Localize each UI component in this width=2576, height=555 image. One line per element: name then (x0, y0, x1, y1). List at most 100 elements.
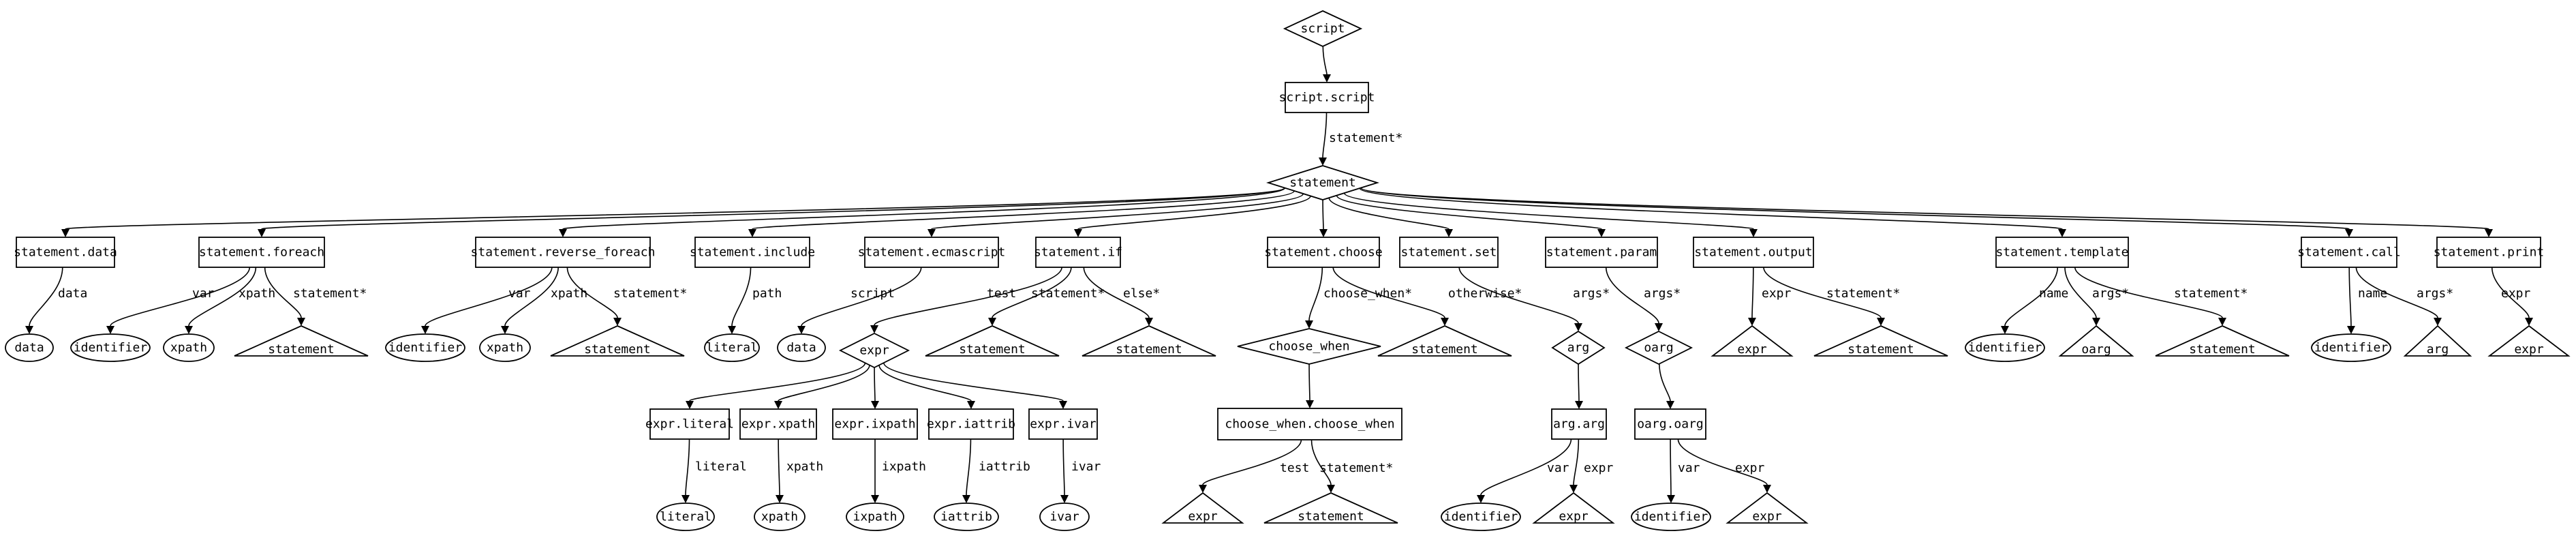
edge-statement-to-st_call (1360, 187, 2353, 237)
edge-arg_arg-to-aa_expr: expr (1569, 438, 1614, 493)
edge-st_if-to-expr: test (870, 267, 1062, 333)
node-shape (1399, 237, 1499, 268)
node-label: statement.reverse_foreach (471, 245, 656, 260)
edge-statement-to-st_if (1074, 196, 1311, 237)
edge-statement-to-st_include (748, 190, 1295, 237)
node-box-ex_literal: expr.literal (645, 408, 734, 440)
edge-line (1343, 192, 1754, 230)
node-shape (1545, 237, 1658, 268)
arrowhead (1319, 229, 1328, 237)
arrowhead (185, 326, 193, 334)
node-label: statement (1411, 342, 1478, 357)
edge-label: xpath (786, 460, 823, 474)
node-shape (479, 333, 531, 362)
edge-label: statement* (613, 286, 687, 301)
edge-st_set-to-arg: args* (1458, 267, 1610, 331)
node-shape (1028, 408, 1098, 440)
node-label: arg (2427, 342, 2449, 357)
node-box-arg_arg: arg.arg (1551, 408, 1607, 440)
node-triangle-oa_expr: expr (1726, 492, 1809, 524)
node-shape (754, 502, 806, 531)
node-triangle-out_expr: expr (1711, 325, 1794, 357)
node-label: identifier (74, 341, 148, 355)
node-box-st_include: statement.include (690, 237, 815, 268)
node-ellipse-fe_xpath: xpath (163, 333, 215, 362)
node-box-ex_xpath: expr.xpath (739, 408, 817, 440)
node-ellipse-aa_ident: identifier (1441, 502, 1521, 531)
arrowhead (776, 495, 784, 503)
node-shape (1283, 10, 1363, 47)
edge-st_foreach-to-fe_stmt: statement* (264, 267, 367, 326)
node-shape (16, 237, 115, 268)
node-box-st_choose: statement.choose (1264, 237, 1383, 268)
edge-line (1605, 267, 1659, 324)
arrowhead (2058, 229, 2066, 237)
node-label: expr (859, 344, 889, 358)
edge-label: var (192, 286, 215, 301)
arrowhead (1059, 401, 1067, 409)
arrowhead (1074, 229, 1082, 237)
node-shape (832, 408, 918, 440)
node-label: statement (1289, 176, 1356, 190)
node-ellipse-rf_xpath: xpath (479, 333, 531, 362)
node-shape (2301, 237, 2397, 268)
node-label: statement.param (1546, 245, 1657, 260)
node-label: expr (1559, 509, 1589, 524)
arrowhead (1319, 158, 1327, 166)
edge-line (2004, 267, 2059, 327)
edge-line (188, 267, 257, 327)
edge-line (2348, 267, 2352, 327)
node-box-st_foreach: statement.foreach (198, 237, 325, 268)
arrowhead (962, 495, 970, 503)
node-label: script.script (1279, 91, 1375, 105)
edge-label: ixpath (882, 460, 926, 474)
edge-label: xpath (239, 286, 275, 301)
edge-line (1360, 187, 2489, 230)
arrowhead (2001, 326, 2009, 334)
edge-label: script (850, 286, 895, 301)
node-shape (1263, 492, 1398, 524)
arrowhead (25, 326, 33, 334)
node-triangle-aa_expr: expr (1532, 492, 1615, 524)
edge-cw_cw-to-cw_expr: test (1199, 439, 1309, 493)
node-shape (1217, 408, 1402, 440)
node-triangle-out_stmt: statement (1813, 325, 1948, 357)
node-triangle-cw_expr: expr (1161, 492, 1244, 524)
node-ellipse-iattrib_e: iattrib (934, 502, 999, 531)
node-label: ivar (1049, 510, 1079, 524)
edge-script-to-script_script (1322, 46, 1331, 82)
node-label: identifier (2314, 341, 2389, 355)
edge-ex_xpath-to-xpath_e: xpath (776, 438, 823, 503)
node-box-st_param: statement.param (1545, 237, 1658, 268)
node-shape (1551, 330, 1606, 365)
arrowhead (1569, 485, 1578, 493)
edge-st_choose-to-ch_other: otherwise* (1332, 267, 1522, 326)
edge-st_choose-to-choose_when: choose_when* (1305, 267, 1412, 329)
node-label: statement.set (1401, 245, 1497, 260)
node-label: oarg (2081, 342, 2111, 357)
edge-label: statement* (1031, 286, 1105, 301)
node-label: statement (959, 342, 1026, 357)
node-shape (1624, 330, 1693, 365)
node-triangle-ch_other: statement (1377, 325, 1512, 357)
edge-statement-to-st_rev (559, 187, 1286, 237)
node-label: statement (268, 342, 335, 357)
node-label: choose_when (1268, 340, 1349, 354)
edge-label: ivar (1071, 460, 1101, 474)
node-shape (1551, 408, 1607, 440)
node-label: oarg (1644, 341, 1673, 355)
node-shape (846, 502, 904, 531)
edge-statement-to-st_output (1343, 192, 1758, 237)
edge-oarg-to-oarg_oarg (1659, 363, 1674, 409)
arrowhead (1666, 401, 1674, 409)
node-label: statement (584, 342, 651, 357)
node-triangle-rf_stmt: statement (550, 325, 685, 357)
edge-line (1359, 188, 2063, 230)
edge-st_template-to-tp_stmt: statement* (2074, 267, 2248, 326)
node-shape (2311, 333, 2391, 362)
arrowhead (1305, 320, 1313, 329)
node-shape (1285, 82, 1369, 113)
edge-label: name (2039, 286, 2068, 301)
edge-label: args* (2092, 286, 2129, 301)
node-label: identifier (1444, 510, 1518, 524)
